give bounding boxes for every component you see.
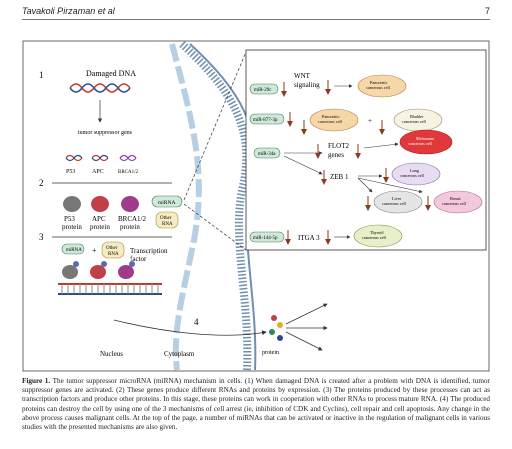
header-author: Tavakoli Pirzaman et al (22, 6, 115, 16)
itga3-label: ITGA 3 (298, 234, 320, 242)
nucleus-label: Nucleus (100, 350, 123, 358)
p-label-2: P (102, 257, 105, 262)
mirna-29c-box (249, 83, 279, 95)
step-4: 4 (194, 317, 199, 327)
cell-breast (433, 190, 483, 214)
cell-pancreatic-2 (309, 108, 359, 132)
caption-label: Figure 1. (22, 377, 51, 385)
plus-sign-row2: + (368, 117, 372, 125)
mirna-label-step3: miRNA (66, 248, 82, 253)
cell-lung (391, 162, 441, 186)
cytoplasm-label: Cytoplasm (164, 350, 195, 358)
gene-label-brca: BRCA1/2 (118, 170, 139, 175)
dna-ladder (58, 283, 162, 295)
tumor-suppressor-genes-label: tumor suppressor gens (78, 130, 133, 136)
phospho-protein-icons (62, 261, 135, 279)
mirna-box-step3 (61, 243, 85, 255)
page-header: Tavakoli Pirzaman et al 7 (22, 6, 490, 20)
plus-sign: + (92, 246, 97, 255)
header-rule (22, 19, 490, 20)
figure-diagram: 1 2 3 4 Damaged DNA tumor suppressor gen… (22, 40, 490, 372)
figure-frame (22, 40, 490, 372)
p-label-1: P (74, 257, 77, 262)
mirna-877-label: miR-877-3p (253, 118, 278, 123)
damaged-dna-label: Damaged DNA (86, 69, 136, 78)
mirna-144-box (249, 231, 285, 243)
mirna-label: miRNA (158, 200, 175, 206)
other-rna-box-step3 (101, 241, 125, 259)
mirna-box (151, 195, 183, 208)
protein-icons (63, 196, 139, 212)
mirna-29c-label: miR-29c (254, 88, 272, 93)
cell-membrane (179, 41, 252, 371)
mirna-34a-box (253, 147, 281, 159)
dna-helix-icon (69, 83, 131, 93)
nuclear-membrane (169, 43, 202, 371)
page-number: 7 (484, 6, 490, 16)
zeb1-label: ZEB 1 (330, 173, 349, 181)
mirna-144-label: miR-144-5p (253, 236, 278, 241)
protein-label: protein (262, 350, 279, 356)
step-1: 1 (39, 70, 44, 80)
cell-thyroid (353, 224, 403, 248)
caption-text: The tumor suppressor microRNA (miRNA) me… (22, 377, 490, 432)
gene-label-p53: P53 (66, 169, 75, 175)
cell-liver (373, 190, 423, 214)
figure-caption: Figure 1. The tumor suppressor microRNA … (22, 377, 490, 432)
mirna-877-box (249, 113, 285, 125)
mirna-34a-label: miR-34a (258, 152, 276, 157)
other-rna-box (155, 211, 179, 229)
gene-label-apc: APC (92, 169, 104, 175)
protein-cluster-icon (269, 315, 283, 341)
step-3: 3 (39, 232, 44, 242)
cell-melanoma (399, 129, 453, 155)
gene-icons (65, 154, 137, 162)
step-2: 2 (39, 178, 44, 188)
p-label-3: P (130, 257, 133, 262)
cell-pancreatic-1 (357, 74, 407, 98)
